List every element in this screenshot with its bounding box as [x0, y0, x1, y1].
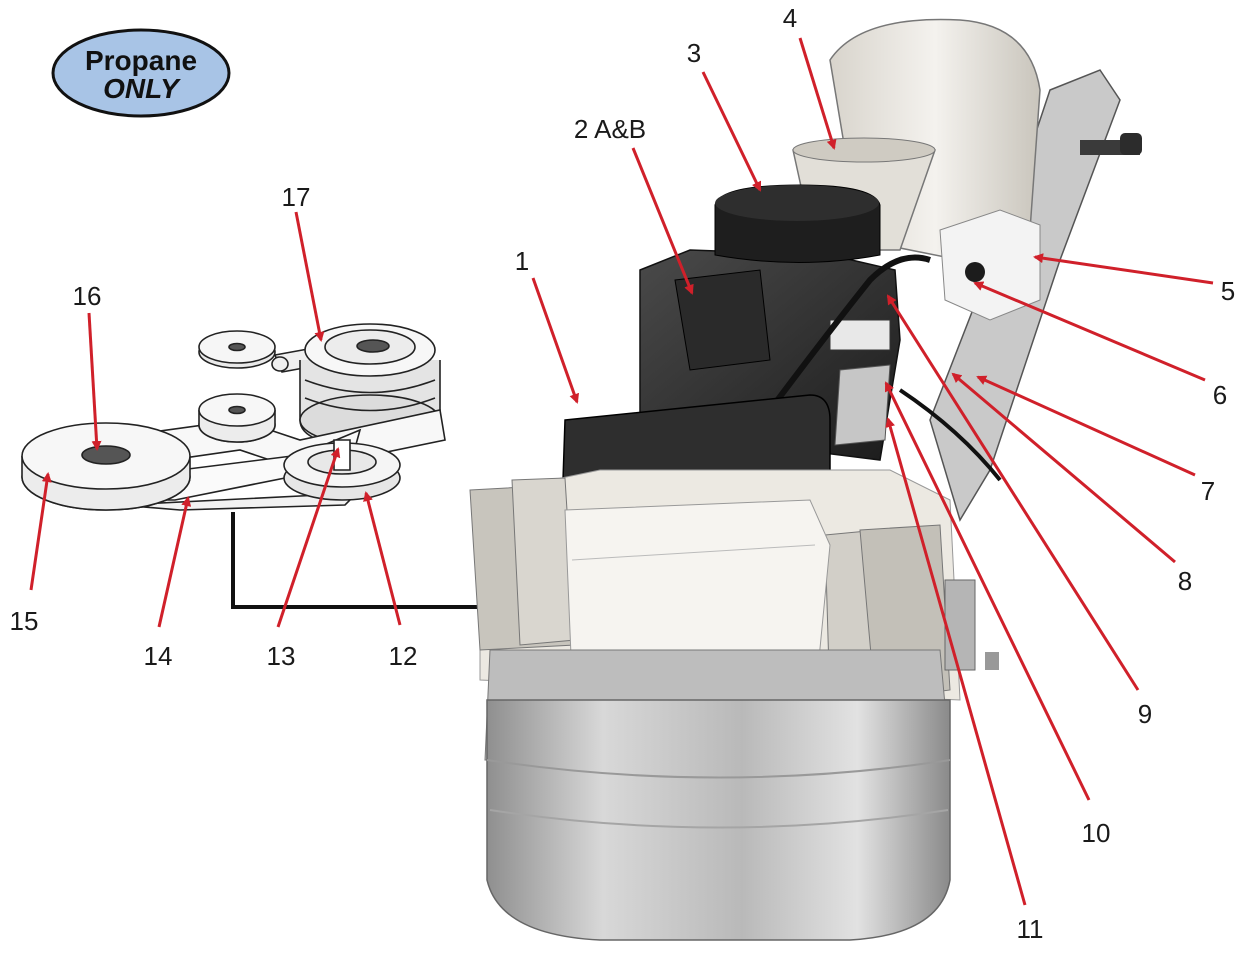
callout-6: 6 — [1213, 380, 1227, 410]
leader-9 — [886, 294, 1140, 691]
leader-2 — [631, 147, 694, 295]
leader-17 — [294, 211, 325, 342]
floor-grinder-machine — [469, 18, 1142, 941]
callout-15: 15 — [10, 606, 39, 636]
leader-arrows — [29, 37, 1214, 906]
leader-15 — [29, 472, 52, 591]
leader-5 — [1033, 253, 1214, 285]
badge-line-propane: Propane — [85, 45, 197, 76]
badge-line-only: ONLY — [103, 73, 181, 104]
callout-14: 14 — [144, 641, 173, 671]
leader-1 — [531, 277, 580, 404]
propane-only-badge: Propane ONLY — [51, 28, 231, 118]
leader-13 — [276, 447, 341, 628]
callout-3: 3 — [687, 38, 701, 68]
leader-4 — [798, 37, 837, 150]
leader-11 — [885, 417, 1027, 906]
leader-3 — [701, 71, 762, 192]
leader-12 — [363, 491, 402, 626]
callout-8: 8 — [1178, 566, 1192, 596]
leader-6 — [973, 281, 1206, 382]
callout-1: 1 — [515, 246, 529, 276]
callout-2: 2 A&B — [574, 114, 646, 144]
callout-16: 16 — [73, 281, 102, 311]
callout-5: 5 — [1221, 276, 1235, 306]
callout-labels: 1 2 A&B 3 4 5 6 7 8 9 10 11 12 13 14 15 … — [10, 3, 1236, 944]
leader-14 — [157, 496, 192, 628]
leader-7 — [976, 375, 1196, 477]
callout-4: 4 — [783, 3, 797, 33]
leader-16 — [87, 312, 102, 451]
belt-drive-diagram — [21, 323, 446, 511]
leader-8 — [951, 372, 1176, 564]
callout-7: 7 — [1201, 476, 1215, 506]
callout-17: 17 — [282, 182, 311, 212]
callout-13: 13 — [267, 641, 296, 671]
callout-10: 10 — [1082, 818, 1111, 848]
callout-12: 12 — [389, 641, 418, 671]
callout-11: 11 — [1017, 914, 1044, 944]
callout-9: 9 — [1138, 699, 1152, 729]
leader-10 — [884, 381, 1091, 801]
